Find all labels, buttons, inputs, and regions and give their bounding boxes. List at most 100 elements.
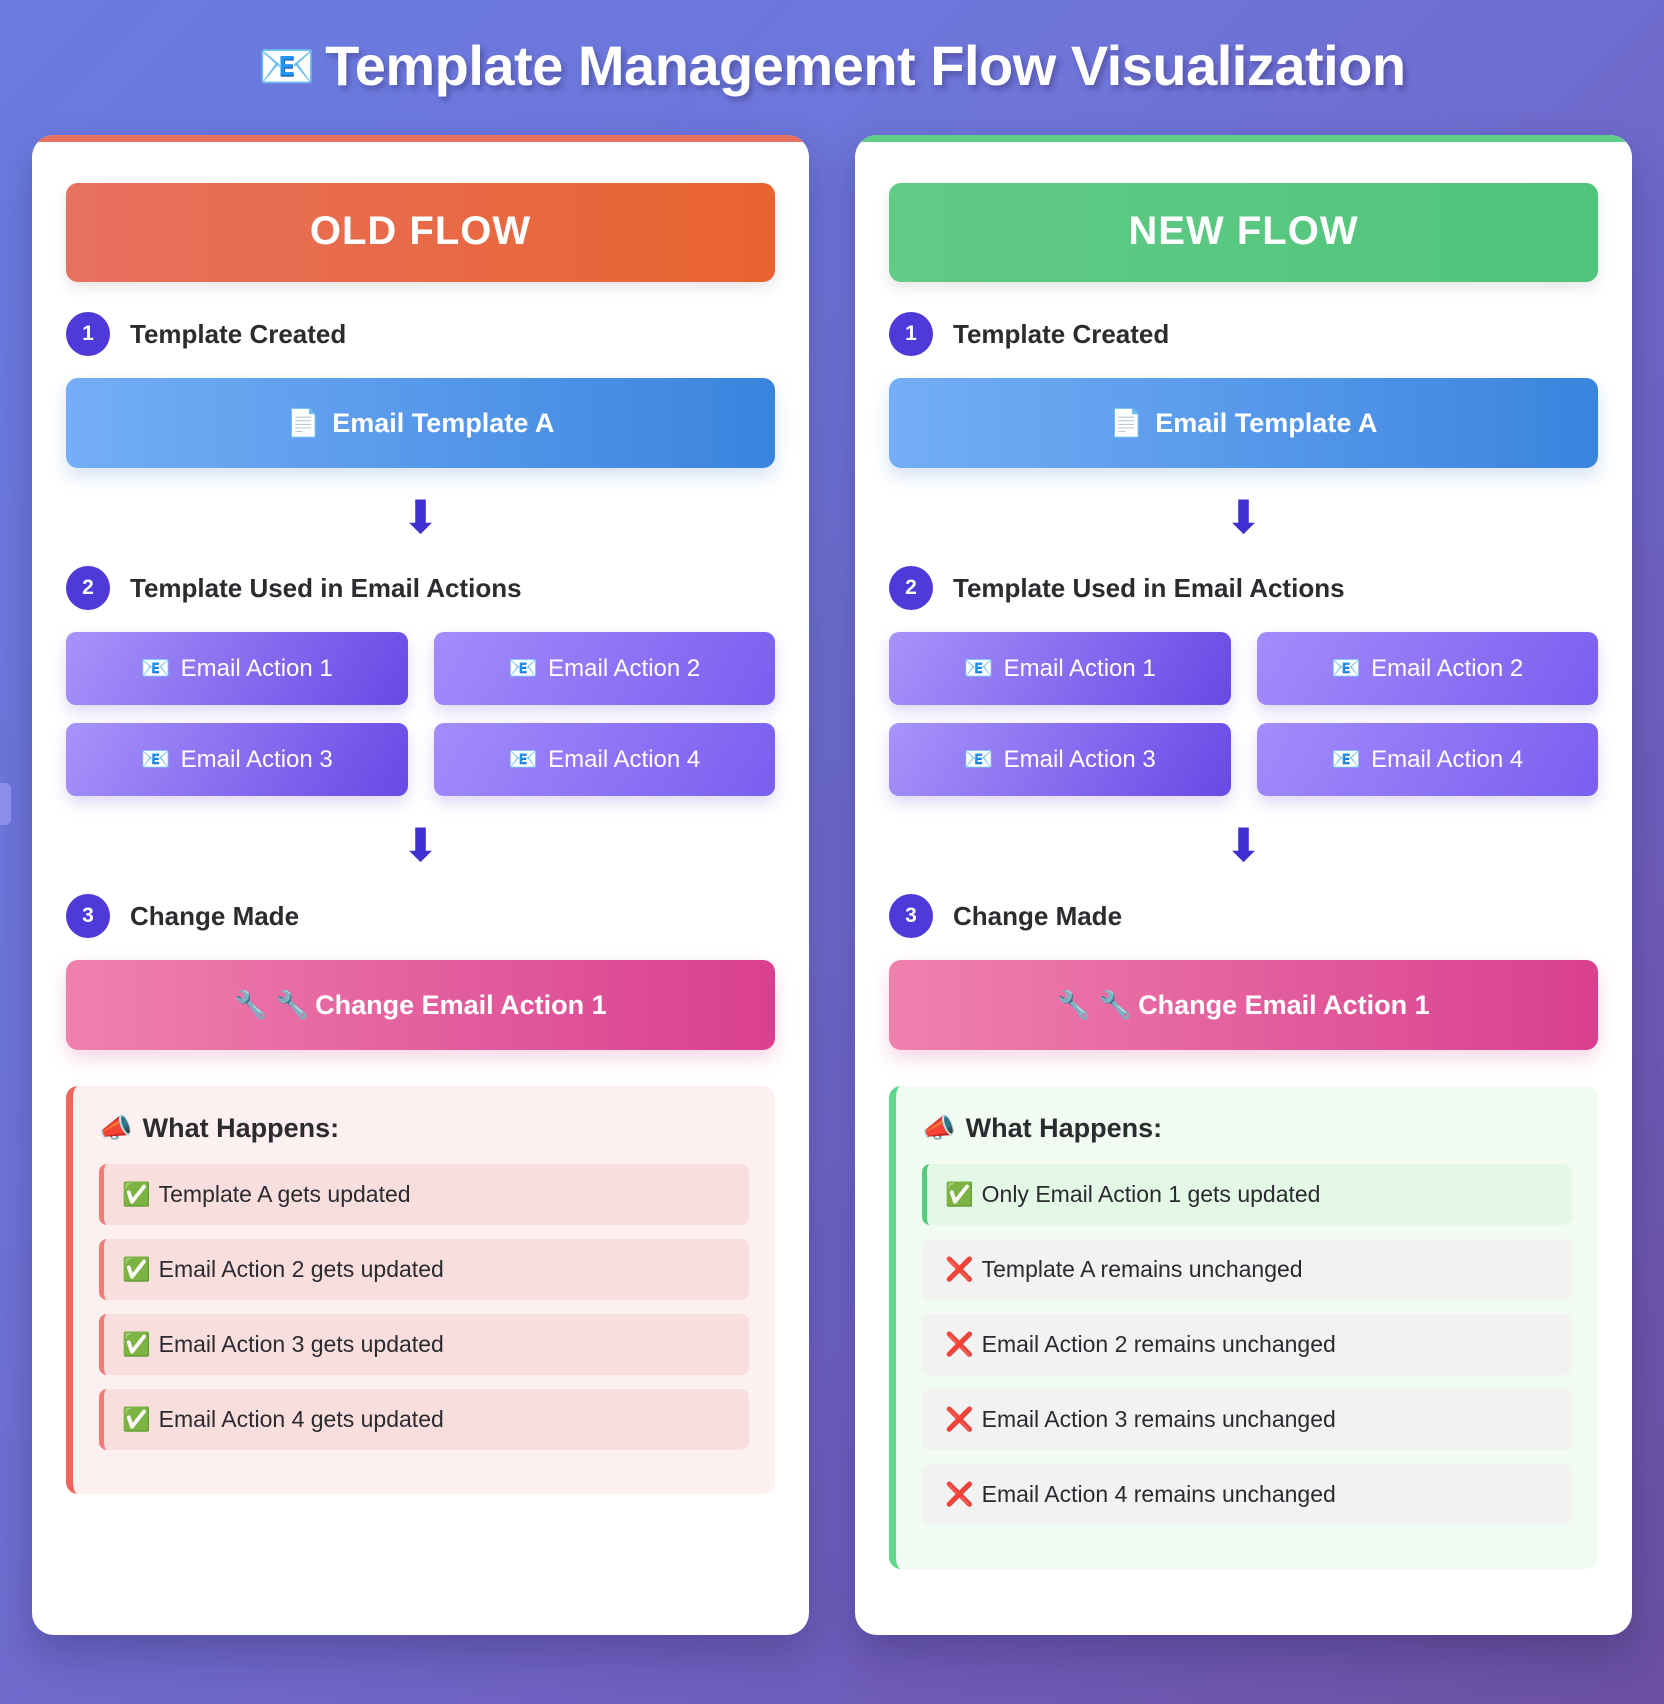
new-outcome-item-3-text: Email Action 2 remains unchanged xyxy=(981,1331,1336,1358)
old-outcome-title: 📣 What Happens: xyxy=(99,1112,749,1144)
old-flow-header: OLD FLOW xyxy=(66,183,775,283)
wrench-icon: 🔧 🔧 xyxy=(234,990,310,1021)
old-step-2: 2 Template Used in Email Actions xyxy=(66,566,775,611)
old-outcome-item-2: ✅ Email Action 2 gets updated xyxy=(99,1239,749,1301)
new-arrow-1: ⬇ xyxy=(1224,491,1263,544)
megaphone-icon: 📣 xyxy=(99,1113,133,1144)
new-template-pill[interactable]: 📄 Email Template A xyxy=(889,378,1598,469)
old-outcome-item-4: ✅ Email Action 4 gets updated xyxy=(99,1389,749,1451)
new-action-grid: 📧 Email Action 1 📧 Email Action 2 📧 Email A… xyxy=(889,632,1598,797)
old-outcome-box: 📣What Happens: ✅Template A gets updated … xyxy=(66,1086,775,1495)
old-email-action-4[interactable]: 📧 Email Action 4 xyxy=(433,723,775,797)
cross-icon: ❌ xyxy=(945,1256,974,1283)
step-badge: 2 xyxy=(889,566,933,611)
step-label: Template Created xyxy=(953,318,1170,349)
check-icon: ✅ xyxy=(122,1256,151,1283)
new-email-action-2[interactable]: 📧 Email Action 2 xyxy=(1256,632,1598,706)
new-outcome-title: 📣 What Happens: xyxy=(922,1112,1572,1144)
step-badge: 3 xyxy=(66,894,110,939)
document-icon: 📄 xyxy=(286,408,321,439)
new-step-3: 3 Change Made xyxy=(889,894,1598,939)
new-outcome-item-2-text: Template A remains unchanged xyxy=(981,1256,1303,1283)
step-label: Change Made xyxy=(130,900,300,931)
envelope-icon: 📧 xyxy=(508,655,539,683)
page-title: 📧Template Management Flow Visualization xyxy=(0,0,1664,99)
envelope-icon: 📧 xyxy=(1331,655,1362,683)
check-icon: ✅ xyxy=(122,1406,151,1433)
new-change-pill-label: Change Email Action 1 xyxy=(1138,990,1430,1021)
megaphone-icon: 📣 xyxy=(922,1113,956,1144)
old-template-pill[interactable]: 📄 Email Template A xyxy=(66,378,775,469)
envelope-icon: 📧 xyxy=(1331,746,1362,774)
old-flow-card: OLD FLOW 1 Template Created 📄 Email Templ… xyxy=(32,135,809,1636)
new-step-1: 1 Template Created xyxy=(889,312,1598,357)
new-outcome-item-4-text: Email Action 3 remains unchanged xyxy=(981,1406,1336,1433)
check-icon: ✅ xyxy=(122,1331,151,1358)
wrench-icon: 🔧 🔧 xyxy=(1057,990,1133,1021)
old-email-action-1[interactable]: 📧Email Action 1 xyxy=(66,632,408,706)
cross-icon: ❌ xyxy=(945,1406,974,1433)
new-outcome-box: 📣 What Happens: ✅ Only Email Action 1 gets… xyxy=(889,1086,1598,1570)
new-flow-card: NEW FLOW 1 Template Created 📄 Email Templ… xyxy=(855,135,1632,1636)
old-step-3: 3 Change Made xyxy=(66,894,775,939)
new-outcome-title-text: What Happens: xyxy=(965,1113,1163,1144)
document-icon: 📄 xyxy=(1109,408,1144,439)
new-email-action-1-label: Email Action 1 xyxy=(1003,655,1156,683)
new-email-action-3[interactable]: 📧 Email Action 3 xyxy=(889,723,1231,797)
step-label: Template Created xyxy=(130,318,347,349)
left-edge-handle[interactable] xyxy=(0,783,11,825)
new-outcome-item-5-text: Email Action 4 remains unchanged xyxy=(981,1481,1336,1508)
old-outcome-item-1: ✅ Template A gets updated xyxy=(99,1164,749,1226)
new-step-2: 2 Template Used in Email Actions xyxy=(889,566,1598,611)
envelope-icon: 📧 xyxy=(140,655,171,683)
old-step-1: 1 Template Created xyxy=(66,312,775,357)
envelope-icon: 📧 xyxy=(258,40,316,92)
old-change-pill-label: Change Email Action 1 xyxy=(315,990,607,1021)
new-email-action-1[interactable]: 📧 Email Action 1 xyxy=(889,632,1231,706)
new-arrow-2: ⬇ xyxy=(1224,819,1263,872)
new-outcome-item-5: ❌ Email Action 4 remains unchanged xyxy=(922,1464,1572,1526)
new-change-pill[interactable]: 🔧 🔧Change Email Action 1 xyxy=(889,960,1598,1051)
old-outcome-item-4-text: Email Action 4 gets updated xyxy=(158,1406,444,1433)
old-template-pill-label: Email Template A xyxy=(332,408,555,439)
old-arrow-1: ⬇ xyxy=(401,491,440,544)
new-outcome-item-4: ❌ Email Action 3 remains unchanged xyxy=(922,1389,1572,1451)
old-arrow-2: ⬇ xyxy=(401,819,440,872)
step-badge: 2 xyxy=(66,566,110,611)
envelope-icon: 📧 xyxy=(140,746,171,774)
step-label: Template Used in Email Actions xyxy=(953,572,1345,603)
old-outcome-item-3-text: Email Action 3 gets updated xyxy=(158,1331,444,1358)
envelope-icon: 📧 xyxy=(508,746,539,774)
old-outcome-title-text: What Happens: xyxy=(142,1113,340,1144)
old-change-pill[interactable]: 🔧 🔧Change Email Action 1 xyxy=(66,960,775,1051)
old-outcome-item-1-text: Template A gets updated xyxy=(158,1181,411,1208)
step-badge: 1 xyxy=(66,312,110,357)
old-outcome-item-3: ✅ Email Action 3 gets updated xyxy=(99,1314,749,1376)
envelope-icon: 📧 xyxy=(963,746,994,774)
new-email-action-2-label: Email Action 2 xyxy=(1371,655,1524,683)
step-label: Change Made xyxy=(953,900,1123,931)
new-outcome-item-2: ❌ Template A remains unchanged xyxy=(922,1239,1572,1301)
new-email-action-4[interactable]: 📧 Email Action 4 xyxy=(1256,723,1598,797)
check-icon: ✅ xyxy=(945,1181,974,1208)
cross-icon: ❌ xyxy=(945,1481,974,1508)
new-email-action-4-label: Email Action 4 xyxy=(1371,746,1524,774)
old-email-action-4-label: Email Action 4 xyxy=(548,746,701,774)
old-email-action-2[interactable]: 📧 Email Action 2 xyxy=(433,632,775,706)
step-badge: 1 xyxy=(889,312,933,357)
page-title-text: Template Management Flow Visualization xyxy=(325,34,1406,97)
new-outcome-item-1: ✅ Only Email Action 1 gets updated xyxy=(922,1164,1572,1226)
new-outcome-item-1-text: Only Email Action 1 gets updated xyxy=(981,1181,1321,1208)
old-outcome-item-2-text: Email Action 2 gets updated xyxy=(158,1256,444,1283)
cross-icon: ❌ xyxy=(945,1331,974,1358)
new-template-pill-label: Email Template A xyxy=(1155,408,1378,439)
new-outcome-item-3: ❌ Email Action 2 remains unchanged xyxy=(922,1314,1572,1376)
envelope-icon: 📧 xyxy=(963,655,994,683)
flow-columns: OLD FLOW 1 Template Created 📄 Email Templ… xyxy=(0,99,1664,1636)
old-action-grid: 📧Email Action 1 📧Email Action 2 📧Email A… xyxy=(66,632,775,797)
old-email-action-3[interactable]: 📧Email Action 3 xyxy=(66,723,408,797)
check-icon: ✅ xyxy=(122,1181,151,1208)
old-email-action-2-label: Email Action 2 xyxy=(548,655,701,683)
new-email-action-3-label: Email Action 3 xyxy=(1003,746,1156,774)
new-flow-header: NEW FLOW xyxy=(889,183,1598,283)
